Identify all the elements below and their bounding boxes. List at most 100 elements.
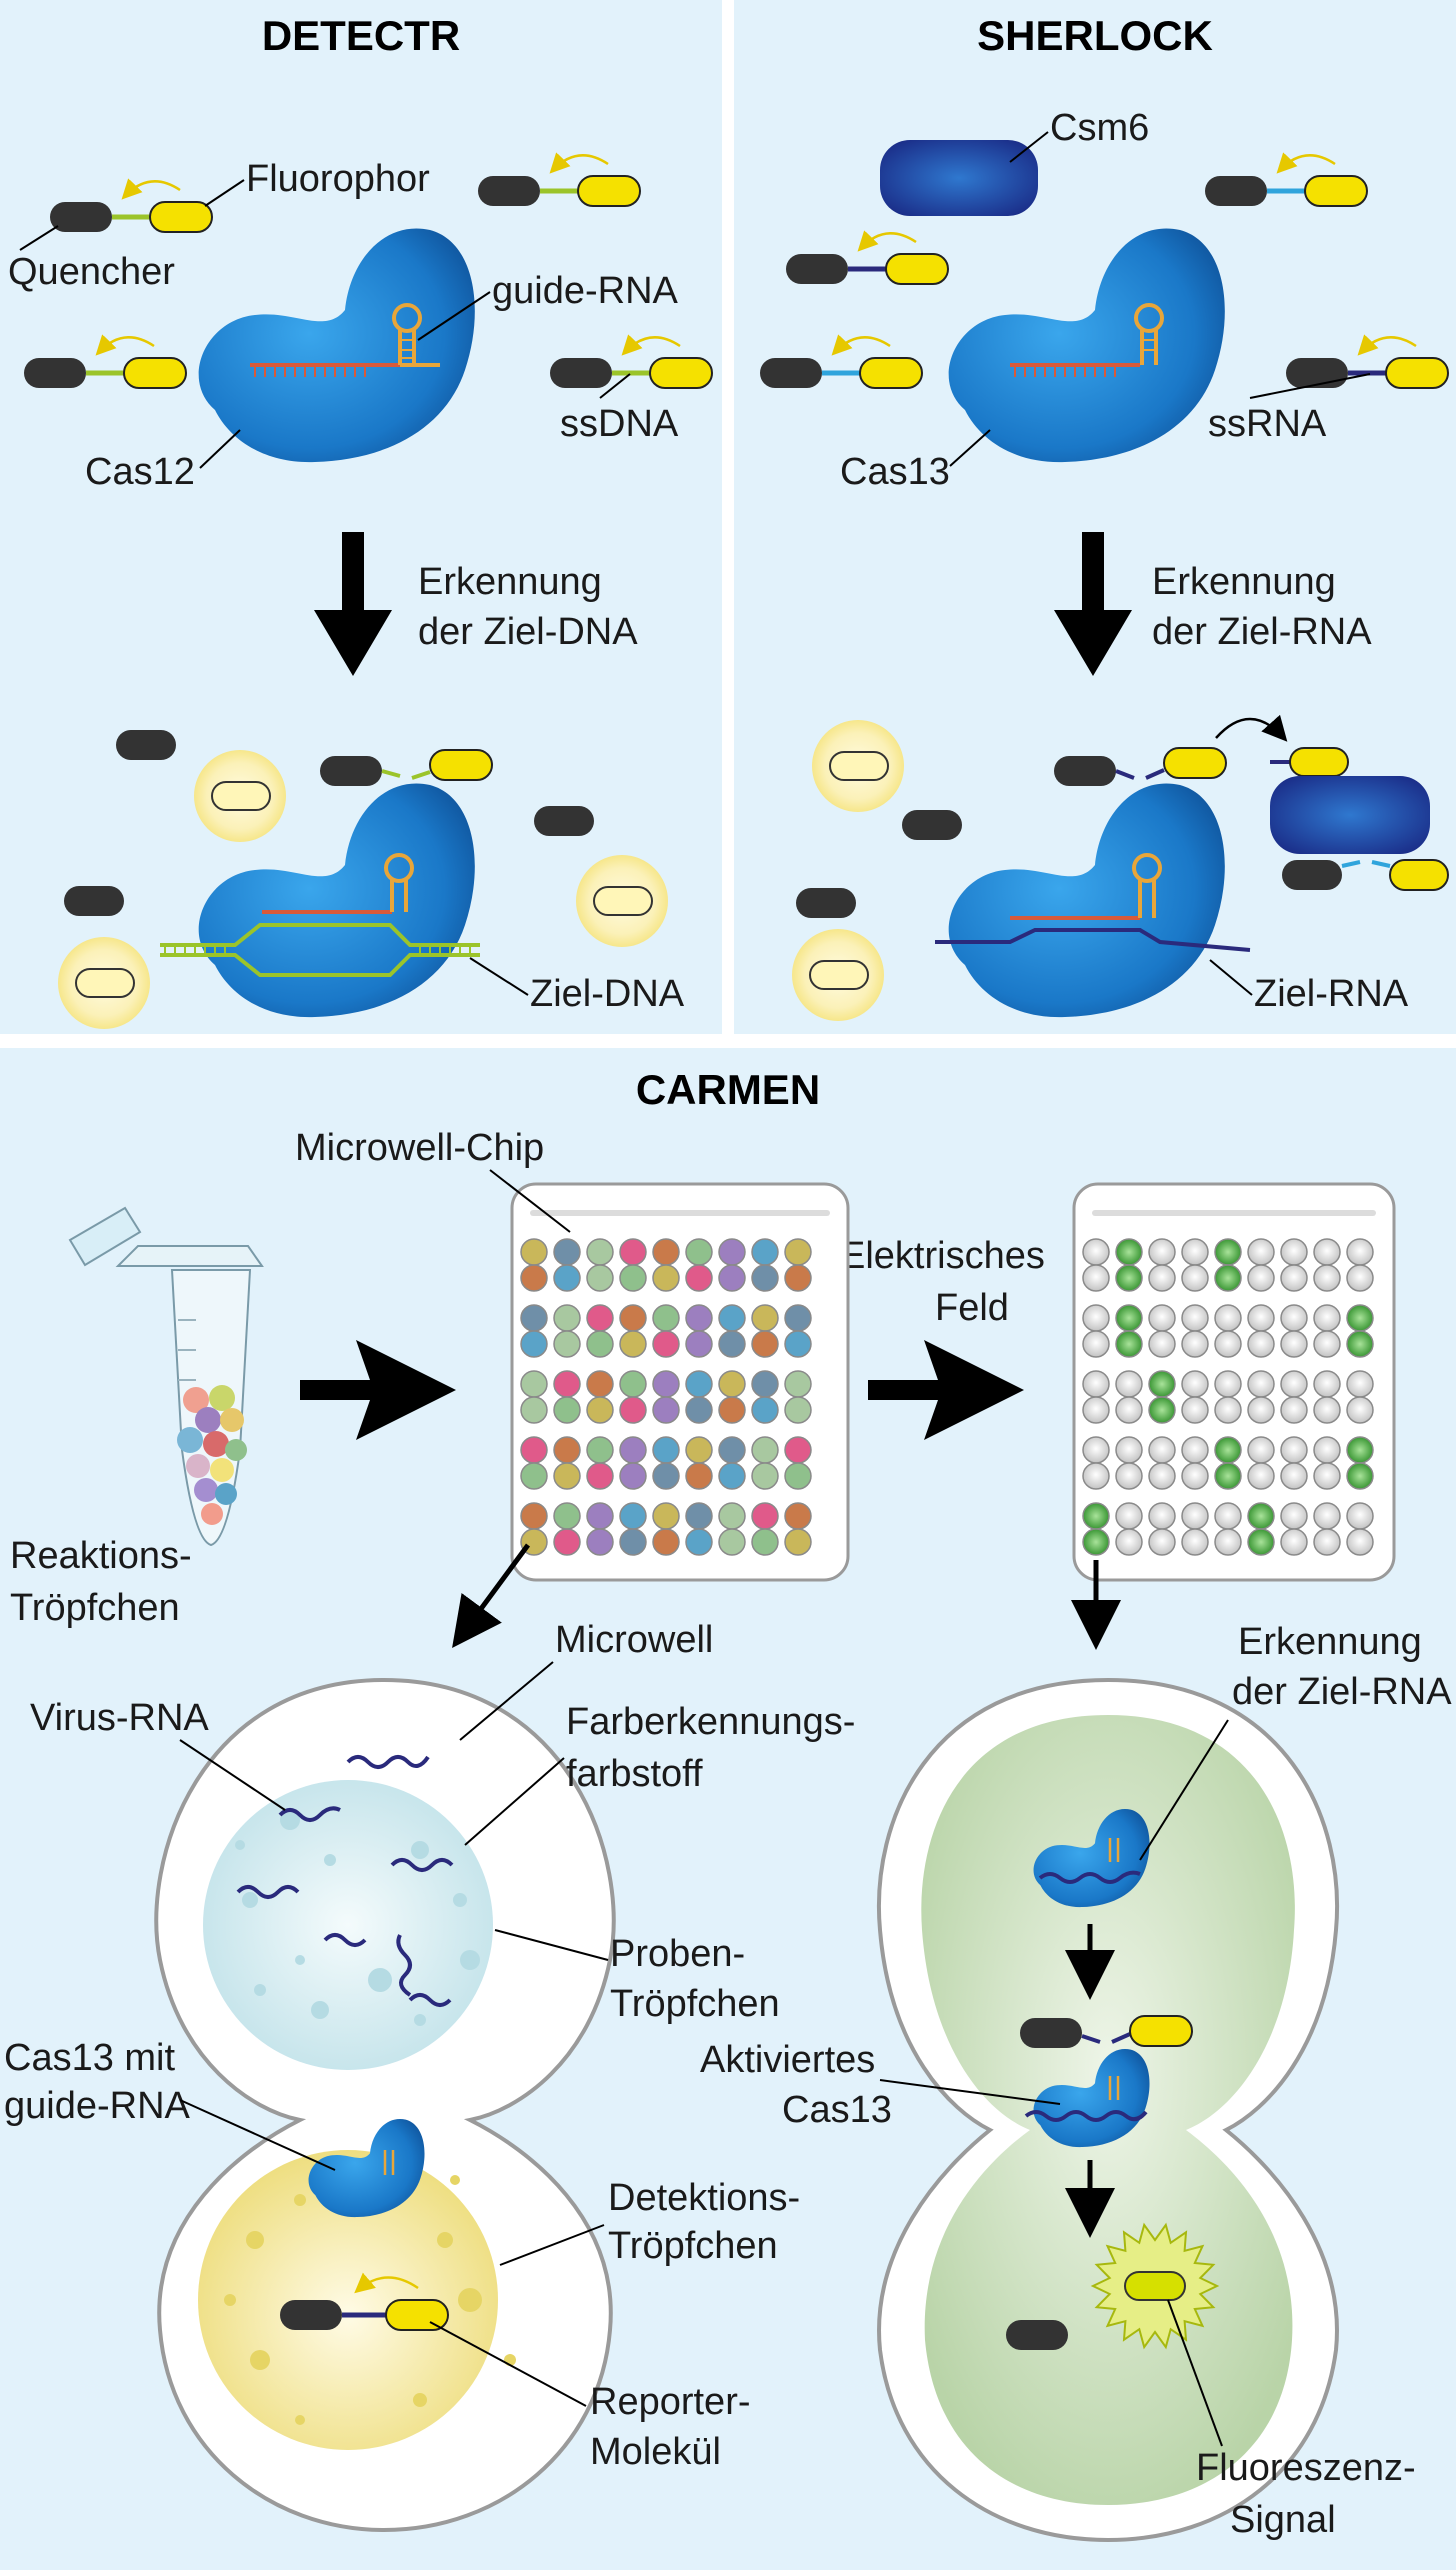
positive-droplet	[1214, 1238, 1242, 1266]
csm6-protein	[880, 140, 1038, 216]
quencher-fragment	[534, 806, 594, 836]
label-recognition: Erkennung	[1238, 1621, 1422, 1663]
reaction-droplet	[520, 1264, 548, 1292]
reaction-droplet	[685, 1436, 713, 1464]
label-ssdna: ssDNA	[560, 403, 679, 445]
reaction-droplet	[1082, 1462, 1110, 1490]
reaction-droplet	[586, 1264, 614, 1292]
reaction-droplet	[751, 1502, 779, 1530]
reaction-droplet	[553, 1436, 581, 1464]
reaction-droplet	[1313, 1396, 1341, 1424]
reaction-droplet	[1115, 1502, 1143, 1530]
positive-droplet	[1247, 1502, 1275, 1530]
reaction-droplet	[1214, 1370, 1242, 1398]
reaction-droplet	[784, 1238, 812, 1266]
reaction-droplet	[1181, 1238, 1209, 1266]
reporter-molecule	[50, 178, 213, 233]
reaction-droplet	[1181, 1264, 1209, 1292]
cleaved-reporter	[1054, 747, 1227, 786]
reaction-droplet	[1082, 1304, 1110, 1332]
reaction-droplet	[1280, 1264, 1308, 1292]
step-label: Erkennung	[418, 561, 602, 603]
detectr-title: DETECTR	[262, 12, 460, 59]
reaction-droplet	[652, 1502, 680, 1530]
cleaved-reporter	[1282, 859, 1449, 891]
dye-particles	[224, 2175, 516, 2425]
reaction-droplet	[1313, 1238, 1341, 1266]
label-microwell: Microwell	[555, 1619, 713, 1661]
reaction-droplet	[1346, 1396, 1374, 1424]
reaction-droplet	[1247, 1238, 1275, 1266]
reaction-droplet	[619, 1528, 647, 1556]
reaction-droplet	[1313, 1436, 1341, 1464]
reaction-droplet	[784, 1502, 812, 1530]
reaction-droplet	[1313, 1462, 1341, 1490]
reaction-droplet	[751, 1370, 779, 1398]
virus-rna	[236, 1755, 454, 2007]
reaction-droplet	[652, 1238, 680, 1266]
label-cas12: Cas12	[85, 451, 195, 493]
label-reporter: Reporter-	[590, 2381, 751, 2423]
reaction-droplet	[1280, 1238, 1308, 1266]
label-reporter: Molekül	[590, 2431, 721, 2473]
label-reaction-droplets: Reaktions-	[10, 1535, 192, 1577]
reaction-droplet	[718, 1264, 746, 1292]
reaction-droplet	[553, 1502, 581, 1530]
guide-rna	[1108, 1838, 1120, 1862]
step-label: Erkennung	[1152, 561, 1336, 603]
reaction-droplet	[685, 1330, 713, 1358]
reaction-droplet	[1247, 1436, 1275, 1464]
positive-droplet	[1346, 1462, 1374, 1490]
reaction-droplet	[1214, 1304, 1242, 1332]
sherlock-panel	[734, 0, 1456, 1034]
positive-droplet	[1247, 1528, 1275, 1556]
reaction-droplet	[685, 1528, 713, 1556]
reaction-droplet	[586, 1238, 614, 1266]
reaction-droplet	[1082, 1396, 1110, 1424]
reaction-droplet	[718, 1436, 746, 1464]
reaction-droplet	[1214, 1396, 1242, 1424]
reaction-droplet	[685, 1502, 713, 1530]
reaction-droplet	[586, 1370, 614, 1398]
reaction-droplet	[1181, 1528, 1209, 1556]
reaction-droplet	[1082, 1330, 1110, 1358]
carmen-title: CARMEN	[636, 1066, 820, 1113]
reaction-droplet	[520, 1370, 548, 1398]
reaction-droplet	[619, 1502, 647, 1530]
reaction-droplet	[784, 1528, 812, 1556]
reaction-droplet	[751, 1304, 779, 1332]
reaction-droplet	[553, 1462, 581, 1490]
reaction-droplet	[718, 1502, 746, 1530]
reaction-droplet	[520, 1436, 548, 1464]
reaction-droplet	[718, 1330, 746, 1358]
reaction-droplet	[1346, 1502, 1374, 1530]
positive-droplet	[1346, 1304, 1374, 1332]
reaction-droplet	[1214, 1330, 1242, 1358]
reaction-droplet	[520, 1462, 548, 1490]
guide-rna	[383, 2150, 395, 2175]
reaction-droplet	[784, 1330, 812, 1358]
label-guide-rna: guide-RNA	[492, 270, 679, 312]
reaction-droplet	[619, 1264, 647, 1292]
reaction-droplet	[1181, 1502, 1209, 1530]
reaction-droplet	[784, 1370, 812, 1398]
reaction-droplet	[718, 1238, 746, 1266]
reaction-droplet	[1313, 1502, 1341, 1530]
label-virus-rna: Virus-RNA	[30, 1697, 209, 1739]
reaction-droplet	[586, 1502, 614, 1530]
reporter-molecule	[24, 334, 187, 389]
reaction-droplet	[553, 1264, 581, 1292]
positive-droplet	[1346, 1436, 1374, 1464]
reaction-droplet	[619, 1462, 647, 1490]
positive-droplet	[1115, 1330, 1143, 1358]
sherlock-title: SHERLOCK	[977, 12, 1213, 59]
reaction-droplet	[1148, 1264, 1176, 1292]
reaction-droplet	[652, 1370, 680, 1398]
reaction-droplet	[685, 1238, 713, 1266]
reaction-droplet	[1181, 1330, 1209, 1358]
positive-droplet	[1115, 1238, 1143, 1266]
reaction-droplet	[784, 1462, 812, 1490]
target-rna	[1024, 2110, 1148, 2122]
droplet-grid	[520, 1238, 812, 1556]
quencher-fragment	[1006, 2320, 1068, 2350]
